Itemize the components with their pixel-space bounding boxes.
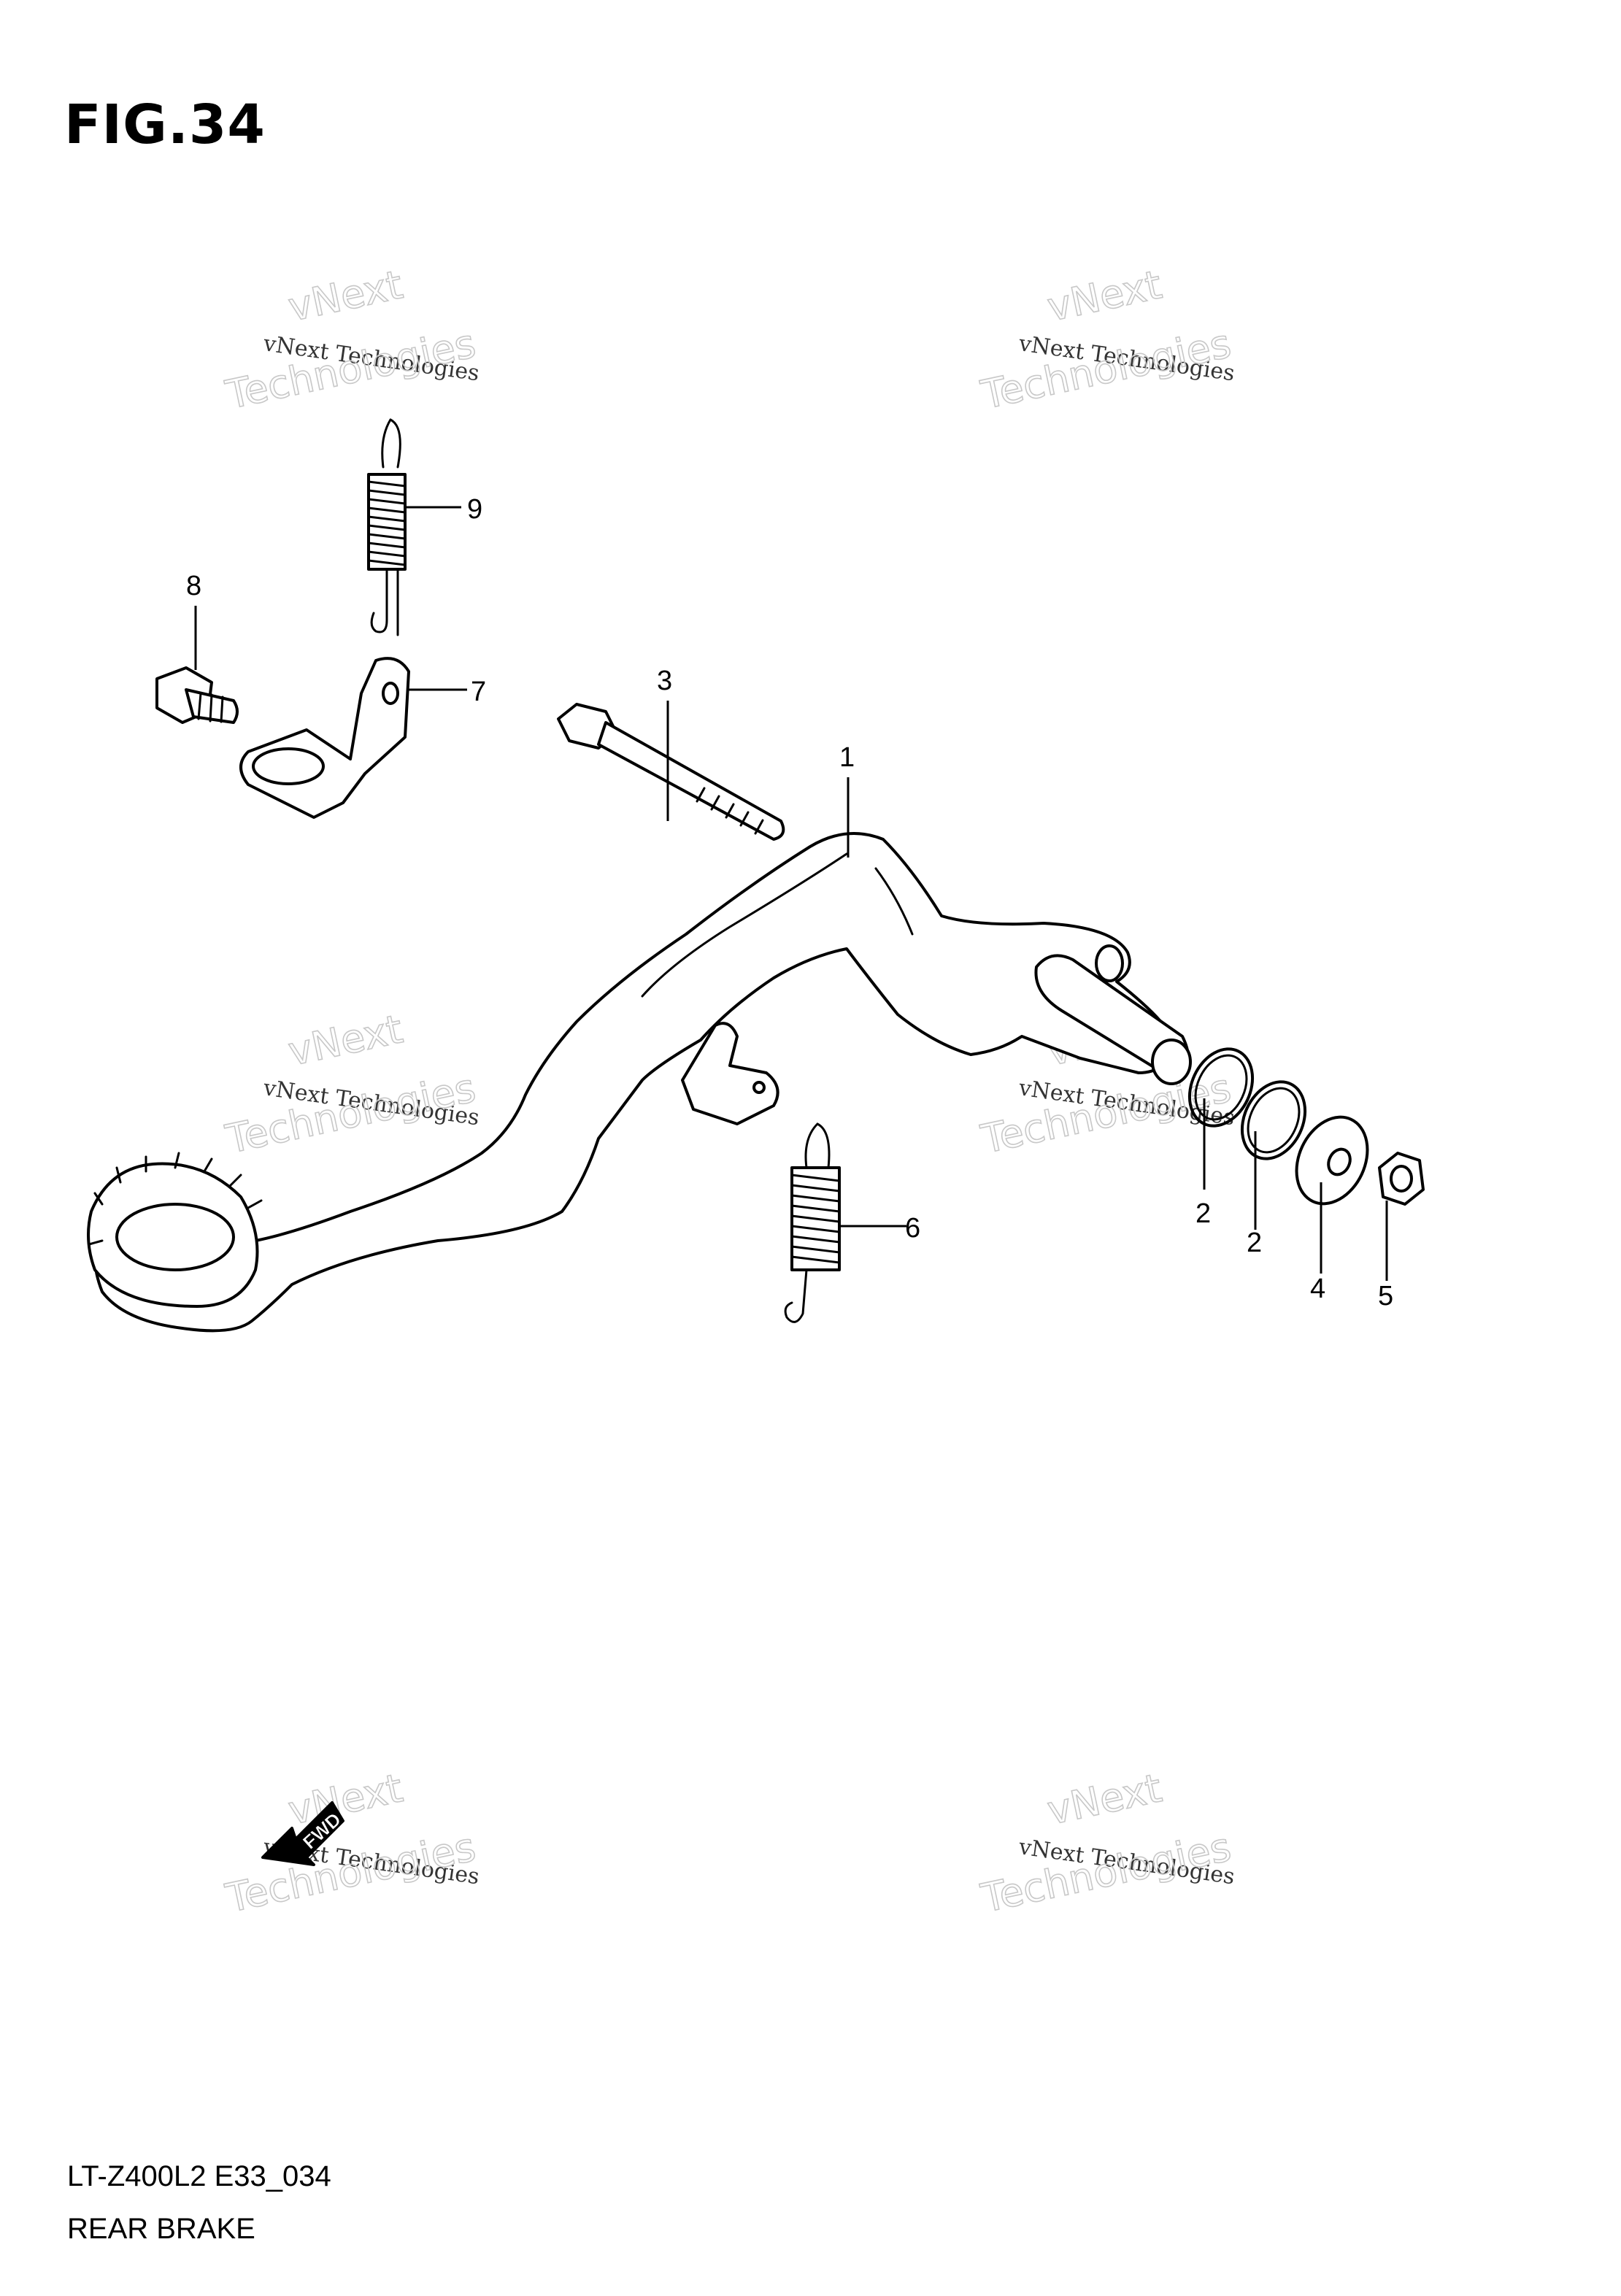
o-ring-inner-2a — [1194, 1054, 1248, 1121]
figure-title: FIG.34 — [64, 93, 266, 156]
watermark-bottom-right: vNext vNext Technologies Technologies — [977, 1764, 1236, 1922]
washer-part-4 — [1295, 1115, 1369, 1206]
svg-text:Technologies: Technologies — [977, 1065, 1235, 1163]
svg-text:vNext: vNext — [285, 261, 407, 330]
brake-pedal-part-1 — [87, 832, 1192, 1333]
bracket-part-7 — [239, 657, 410, 819]
svg-text:Technologies: Technologies — [977, 1824, 1235, 1922]
callout-7: 7 — [471, 677, 486, 707]
svg-text:vNext: vNext — [285, 1006, 407, 1074]
watermark-bottom-left: vNext vNext Technologies Technologies — [221, 1764, 481, 1922]
callout-2b: 2 — [1247, 1228, 1262, 1258]
callout-6: 6 — [905, 1213, 920, 1244]
callout-8: 8 — [186, 571, 201, 601]
callout-5: 5 — [1378, 1281, 1393, 1311]
o-ring-part-2b — [1240, 1080, 1307, 1160]
svg-text:Technologies: Technologies — [222, 1824, 480, 1922]
svg-text:Technologies: Technologies — [222, 320, 480, 418]
callout-2a: 2 — [1195, 1198, 1211, 1229]
callout-4: 4 — [1310, 1274, 1325, 1304]
svg-text:Technologies: Technologies — [977, 320, 1235, 418]
diagram-code: LT-Z400L2 E33_034 — [67, 2160, 331, 2192]
watermark-mid-left: vNext vNext Technologies Technologies — [221, 1005, 481, 1163]
spring-middle-part-6 — [784, 1122, 841, 1323]
watermark-top-left: vNext vNext Technologies Technologies — [221, 261, 481, 418]
diagram-name: REAR BRAKE — [67, 2213, 255, 2245]
watermark-top-right: vNext vNext Technologies Technologies — [977, 261, 1236, 418]
callout-1: 1 — [839, 742, 855, 773]
callout-3: 3 — [657, 666, 672, 696]
callout-9: 9 — [467, 494, 482, 525]
leader-lines — [194, 506, 1388, 1281]
svg-text:Technologies: Technologies — [222, 1065, 480, 1163]
svg-text:vNext: vNext — [285, 1765, 407, 1833]
spring-top-part-9 — [367, 418, 407, 636]
o-ring-inner-2b — [1247, 1087, 1301, 1154]
nut-part-5 — [1378, 1152, 1425, 1206]
svg-text:vNext: vNext — [1044, 1765, 1166, 1833]
bolt-part-8 — [155, 666, 239, 724]
svg-text:vNext: vNext — [1044, 261, 1166, 330]
long-bolt-part-3 — [557, 703, 785, 841]
